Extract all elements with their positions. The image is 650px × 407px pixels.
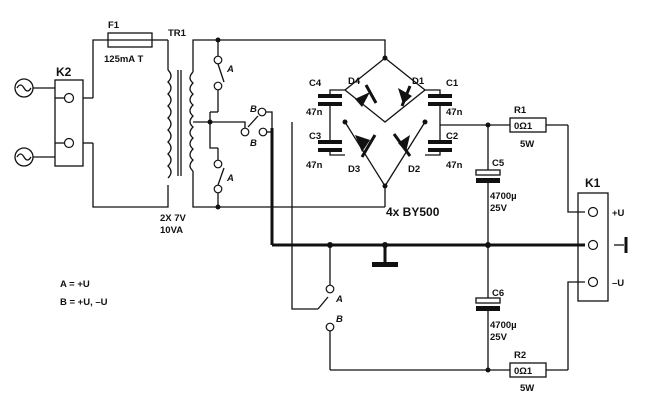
- switch-lower-pos-b: B: [336, 314, 343, 325]
- ground-icon: [372, 262, 398, 267]
- d2-label: D2: [408, 164, 420, 175]
- k1-minus-label: –U: [612, 278, 624, 289]
- f1-value: 125mA T: [104, 54, 143, 65]
- k2-label: K2: [56, 65, 72, 79]
- c5-label: C5: [492, 158, 505, 169]
- capacitor-c4: C4 47n: [306, 78, 342, 118]
- switch-b: B B: [240, 104, 274, 245]
- fuse-f1: F1 125mA T: [104, 20, 169, 70]
- c5-voltage: 25V: [490, 203, 508, 214]
- c5-value: 4700µ: [490, 191, 517, 202]
- connector-k1: K1 +U –U: [577, 176, 628, 302]
- transformer-tr1: TR1 2X 7V 10VA: [160, 28, 194, 236]
- tr1-rating-1: 2X 7V: [160, 213, 187, 224]
- diode-d2: D2: [392, 133, 420, 175]
- ac-source-top: [14, 78, 55, 98]
- c3-value: 47n: [306, 160, 323, 171]
- switch-top-pos-a: A: [226, 64, 234, 75]
- switch-a-bottom: A: [209, 122, 234, 207]
- diodes-note: 4x BY500: [386, 205, 440, 219]
- diode-d4: D4: [348, 76, 378, 107]
- connector-k2: K2: [54, 65, 93, 167]
- capacitor-c2: C2 47n: [428, 131, 463, 171]
- ac-source-bottom: [14, 147, 55, 167]
- bridge-rectifier: D4 D1 D3 D2: [342, 55, 428, 189]
- c4-label: C4: [309, 78, 322, 89]
- k1-plus-label: +U: [612, 208, 625, 219]
- r1-power: 5W: [520, 139, 534, 150]
- capacitor-c5: C5 4700µ 25V: [475, 158, 517, 245]
- resistor-r2: R2 0Ω1 5W: [509, 281, 585, 394]
- f1-label: F1: [108, 20, 120, 31]
- c6-value: 4700µ: [490, 320, 517, 331]
- switch-ab-lower: A B: [291, 122, 510, 371]
- switch-b-pos-b-upper: B: [250, 104, 257, 115]
- r1-label: R1: [514, 105, 527, 116]
- capacitor-c3: C3 47n: [306, 131, 342, 171]
- r2-power: 5W: [520, 383, 534, 394]
- c1-label: C1: [446, 78, 459, 89]
- diode-d3: D3: [348, 134, 377, 175]
- c2-label: C2: [446, 131, 458, 142]
- switch-bottom-pos-a: A: [226, 173, 234, 184]
- capacitor-c6: C6 4700µ 25V: [475, 245, 517, 373]
- switch-a-top: A: [209, 40, 234, 122]
- c6-voltage: 25V: [490, 332, 508, 343]
- k1-label: K1: [585, 176, 601, 190]
- capacitor-c1: C1 47n: [428, 78, 463, 118]
- r2-label: R2: [514, 350, 526, 361]
- tr1-label: TR1: [168, 28, 187, 39]
- switch-lower-pos-a: A: [335, 294, 343, 305]
- c1-value: 47n: [446, 107, 463, 118]
- resistor-r1: R1 0Ω1 5W: [509, 105, 585, 213]
- legend-a: A = +U: [60, 279, 90, 290]
- c2-value: 47n: [446, 160, 463, 171]
- d1-label: D1: [412, 76, 425, 87]
- switch-b-pos-b-lower: B: [250, 138, 257, 149]
- c6-label: C6: [492, 288, 504, 299]
- r2-value: 0Ω1: [514, 366, 533, 377]
- tr1-rating-2: 10VA: [160, 225, 183, 236]
- c4-value: 47n: [306, 107, 323, 118]
- ground-icon: [614, 237, 628, 253]
- legend-b: B = +U, –U: [60, 297, 108, 308]
- c3-label: C3: [309, 131, 321, 142]
- d3-label: D3: [348, 164, 360, 175]
- ac-sine-icon: [16, 153, 32, 161]
- r1-value: 0Ω1: [514, 121, 533, 132]
- d4-label: D4: [348, 76, 361, 87]
- diode-d1: D1: [398, 76, 425, 107]
- ac-sine-icon: [16, 84, 32, 92]
